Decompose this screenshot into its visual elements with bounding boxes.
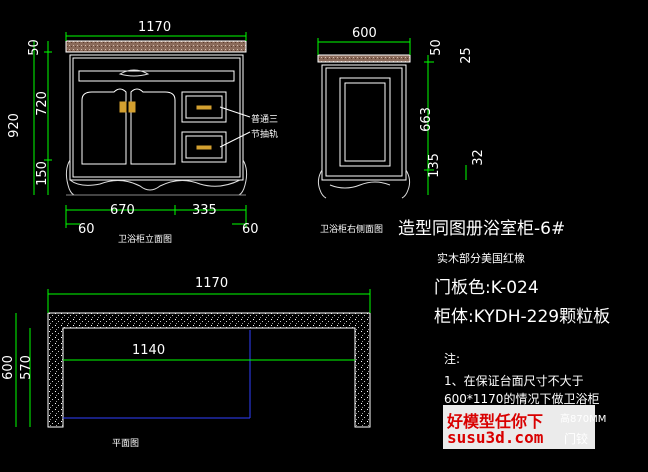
front-skirt (69, 179, 241, 191)
plan-inner-depth-570: 570 (18, 355, 34, 380)
countertop-plan (47, 312, 371, 428)
side-height-663: 663 (418, 107, 434, 132)
side-height-50: 50 (428, 39, 444, 56)
front-height-50: 50 (26, 39, 42, 56)
side-countertop (317, 54, 411, 63)
spec-material: 实木部分美国红橡 (437, 252, 525, 265)
plan-view (47, 312, 371, 428)
right-door (130, 88, 176, 165)
side-cabinet-body (321, 64, 407, 181)
plan-dimensions (15, 289, 371, 427)
side-height-32: 32 (470, 149, 486, 166)
watermark-line-1: 好模型任你下 (447, 412, 544, 431)
top-drawer-strip (78, 70, 235, 82)
front-height-720: 720 (34, 91, 50, 116)
spec-title: 造型同图册浴室柜-6# (398, 219, 566, 239)
notes-heading: 注: (444, 352, 461, 366)
left-door (81, 88, 127, 165)
watermark-line-2: susu3d.com (447, 428, 544, 447)
notes-line-2: 600*1170的情况下做卫浴柜 (444, 392, 600, 406)
side-elevation (317, 54, 411, 199)
side-panel (339, 77, 391, 167)
front-countertop (65, 40, 247, 53)
side-view-caption: 卫浴柜右侧面图 (320, 225, 384, 235)
spec-door-color: 门板色:K-024 (434, 278, 539, 298)
plan-view-caption: 平面图 (112, 439, 140, 449)
front-width-1170: 1170 (138, 20, 172, 35)
drawer-rail-label-1: 普通三 (251, 115, 279, 125)
drawer-1 (181, 91, 227, 123)
front-cabinet-body (69, 54, 244, 181)
side-height-25: 25 (458, 47, 474, 64)
front-dimensions (33, 32, 247, 228)
front-offset-left-60: 60 (78, 222, 95, 237)
front-elevation (65, 40, 251, 196)
front-bottom-335: 335 (192, 203, 217, 218)
drawer-2 (181, 131, 227, 163)
side-width-600: 600 (352, 26, 377, 41)
drawer-rail-label-2: 节抽轨 (251, 130, 279, 140)
plan-inner-width-1140: 1140 (132, 343, 166, 358)
front-offset-right-60: 60 (242, 222, 259, 237)
side-height-135: 135 (426, 153, 442, 178)
front-view-caption: 卫浴柜立面图 (118, 235, 173, 245)
spec-body: 柜体:KYDH-229颗粒板 (434, 307, 611, 327)
watermark-background (443, 405, 595, 449)
front-bottom-670: 670 (110, 203, 135, 218)
front-height-920: 920 (6, 113, 22, 138)
plan-depth-600: 600 (0, 355, 16, 380)
notes-line-1: 1、在保证台面尺寸不大于 (444, 374, 584, 388)
plan-width-1170: 1170 (195, 276, 229, 291)
side-dimensions (317, 38, 467, 195)
front-height-150: 150 (34, 161, 50, 186)
